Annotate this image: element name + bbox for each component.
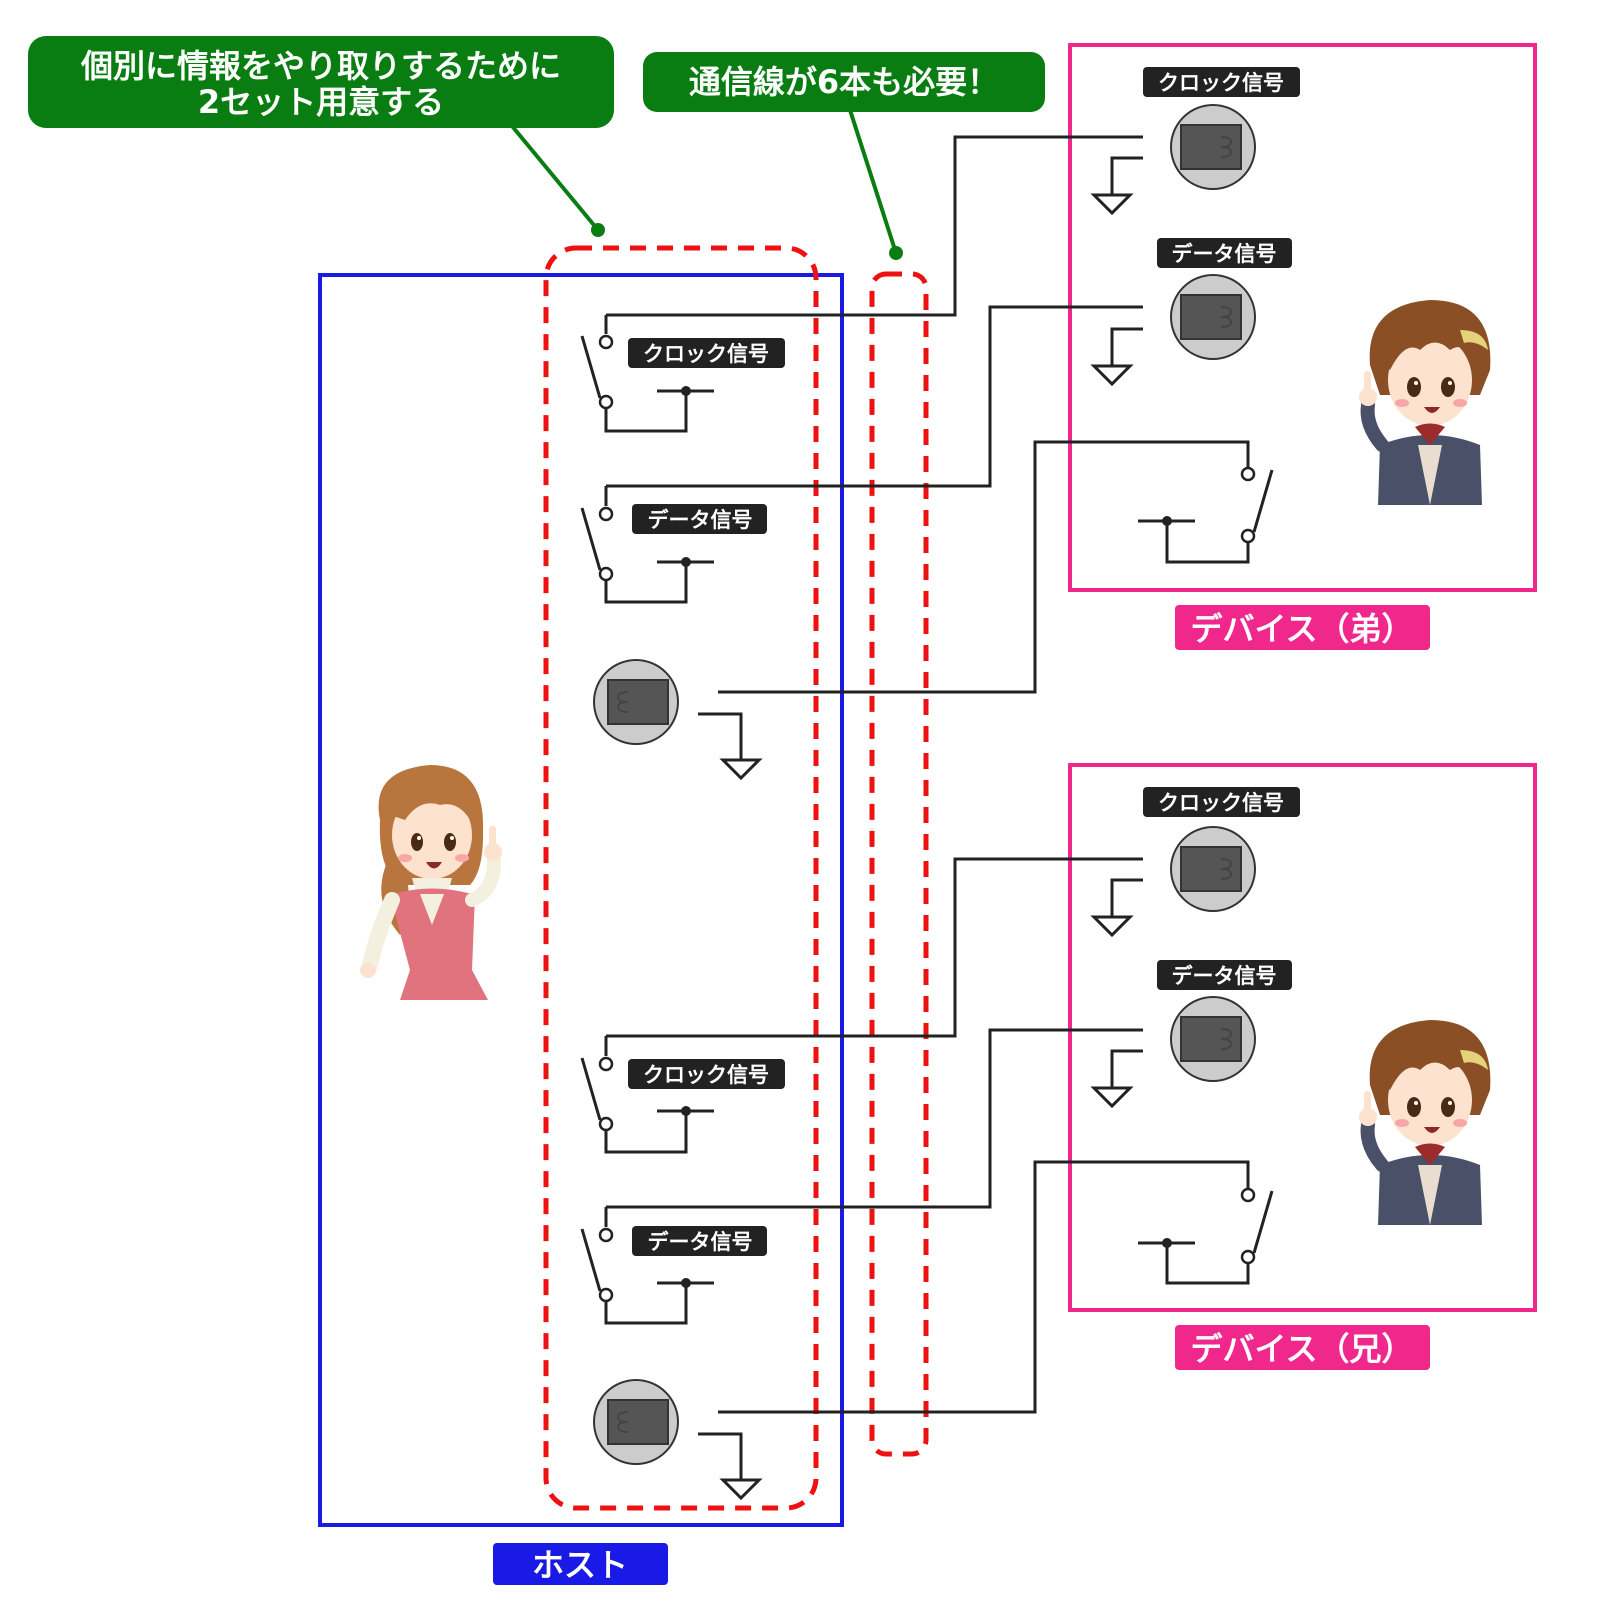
boy-pointing-icon <box>1359 300 1491 505</box>
two-sets-callout-line2: 2セット用意する <box>198 83 444 121</box>
clock-wire-younger <box>606 135 1143 317</box>
device-older-label: デバイス（兄） <box>1175 1325 1430 1370</box>
device-older-label-text: デバイス（兄） <box>1190 1330 1413 1368</box>
six-wires-highlight <box>869 271 929 1457</box>
host-clock-tag-1: クロック信号 <box>628 338 785 368</box>
svg-text:データ信号: データ信号 <box>1172 964 1277 988</box>
svg-text:クロック信号: クロック信号 <box>1158 791 1284 815</box>
younger-clock-tag: クロック信号 <box>1143 67 1300 97</box>
clock-wire-older <box>606 857 1143 1038</box>
boy-pointing-icon-2 <box>1359 1020 1491 1225</box>
svg-text:データ信号: データ信号 <box>648 508 753 532</box>
girl-pointing-icon <box>360 765 502 1000</box>
two-sets-callout-line1: 個別に情報をやり取りするために <box>80 47 561 85</box>
older-data-bulb <box>1092 996 1256 1108</box>
host-clock-tag-2: クロック信号 <box>628 1059 785 1089</box>
six-wires-callout: 通信線が6本も必要！ <box>643 52 1045 260</box>
host-clock-switch-2 <box>580 1036 714 1154</box>
device-younger-label: デバイス（弟） <box>1175 605 1430 650</box>
younger-data-bulb <box>1092 274 1256 386</box>
two-sets-callout: 個別に情報をやり取りするために 2セット用意する <box>28 36 614 237</box>
two-sets-highlight <box>543 245 819 1511</box>
svg-text:データ信号: データ信号 <box>1172 242 1277 266</box>
host-light-bulb-icon-2 <box>593 1379 761 1500</box>
host-data-tag-2: データ信号 <box>632 1226 767 1256</box>
older-clock-bulb <box>1092 826 1256 937</box>
device-younger-label-text: デバイス（弟） <box>1190 610 1413 648</box>
data-wire-younger <box>606 305 1143 488</box>
older-clock-tag: クロック信号 <box>1143 787 1300 817</box>
svg-text:クロック信号: クロック信号 <box>643 1063 769 1087</box>
data-wire-older <box>606 1028 1143 1209</box>
younger-data-tag: データ信号 <box>1157 238 1292 268</box>
younger-clock-bulb <box>1092 104 1256 215</box>
svg-text:データ信号: データ信号 <box>648 1230 753 1254</box>
communication-wires <box>606 135 1250 1414</box>
younger-switch-icon <box>1138 466 1274 564</box>
host-clock-switch-1 <box>580 315 714 433</box>
host-light-bulb-icon-1 <box>593 659 761 780</box>
return-wire-older <box>718 1160 1250 1414</box>
device-older-box <box>1068 763 1537 1312</box>
older-switch-icon <box>1138 1187 1274 1285</box>
host-data-switch-1 <box>580 486 714 604</box>
host-data-switch-2 <box>580 1207 714 1325</box>
host-data-tag-1: データ信号 <box>632 504 767 534</box>
six-wires-callout-text: 通信線が6本も必要！ <box>689 63 999 101</box>
device-younger-box <box>1068 43 1537 592</box>
svg-text:クロック信号: クロック信号 <box>643 342 769 366</box>
return-wire-younger <box>718 440 1250 694</box>
host-box <box>318 273 844 1527</box>
older-data-tag: データ信号 <box>1157 960 1292 990</box>
host-label: ホスト <box>493 1543 668 1585</box>
host-label-text: ホスト <box>532 1546 628 1584</box>
svg-text:クロック信号: クロック信号 <box>1158 71 1284 95</box>
